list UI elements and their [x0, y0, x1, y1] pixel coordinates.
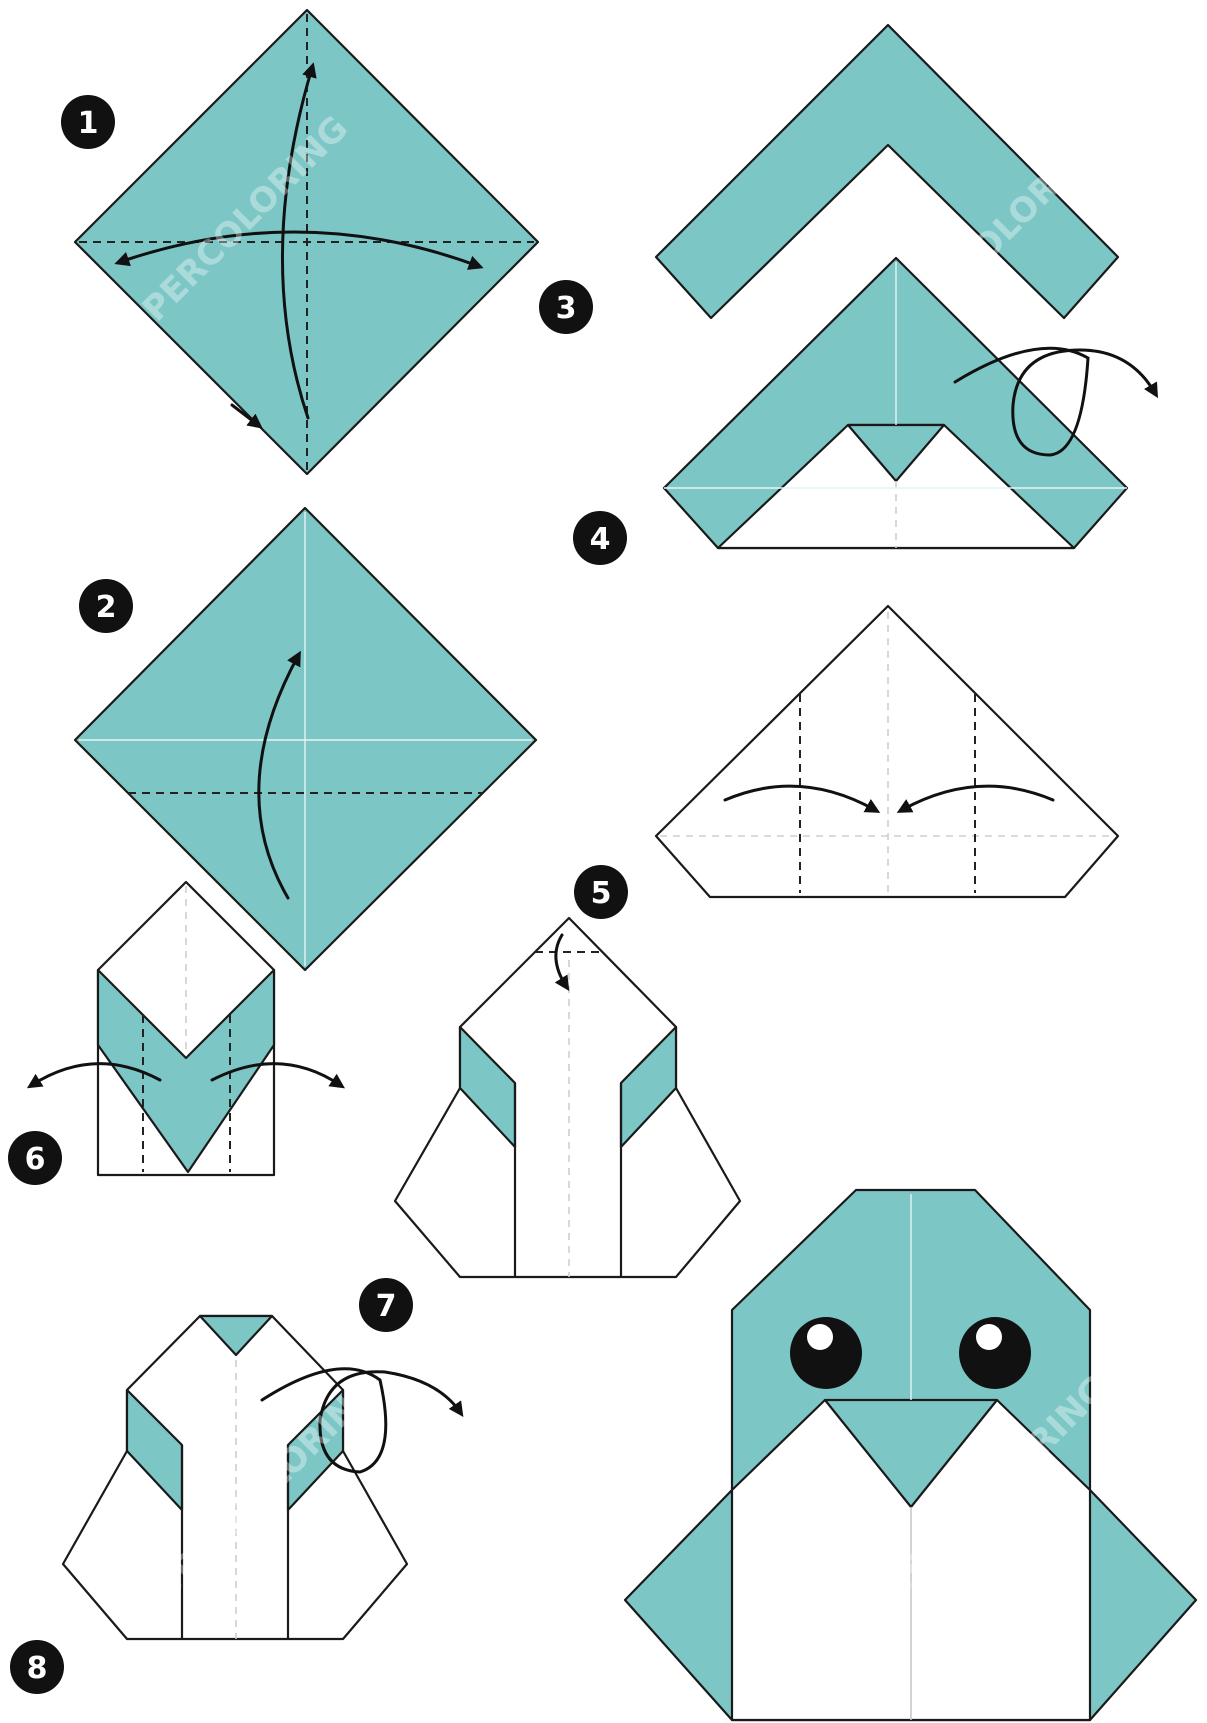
step-badge-3: 3	[539, 280, 593, 334]
step-badge-8: 8	[10, 1640, 64, 1694]
step-number: 7	[376, 1289, 397, 1324]
step-5-figure	[656, 606, 1118, 897]
step-1-figure: SUPERCOLORING	[75, 10, 538, 474]
white-paper	[656, 606, 1118, 897]
eye-icon	[959, 1317, 1031, 1389]
step-number: 8	[27, 1651, 48, 1686]
step-8-figure: SUPERCOLORING	[63, 1316, 460, 1639]
step-number: 2	[96, 590, 117, 625]
step-4-figure	[664, 258, 1155, 548]
step-number: 6	[25, 1142, 46, 1177]
white-paper	[395, 918, 740, 1277]
step-number: 5	[591, 876, 612, 911]
step-2-figure	[75, 508, 536, 970]
step-badge-1: 1	[61, 95, 115, 149]
step-number: 4	[590, 522, 611, 557]
step-badge-6: 6	[8, 1131, 62, 1185]
white-paper	[63, 1316, 407, 1639]
step-badge-2: 2	[79, 579, 133, 633]
step-badge-5: 5	[574, 865, 628, 919]
step-7-figure	[395, 918, 740, 1277]
step-number: 1	[78, 106, 99, 141]
step-number: 3	[556, 291, 577, 326]
step-badge-4: 4	[573, 511, 627, 565]
step-badge-7: 7	[359, 1278, 413, 1332]
eye-icon	[790, 1317, 862, 1389]
finished-penguin: SUPERCOLORING	[625, 1190, 1196, 1720]
